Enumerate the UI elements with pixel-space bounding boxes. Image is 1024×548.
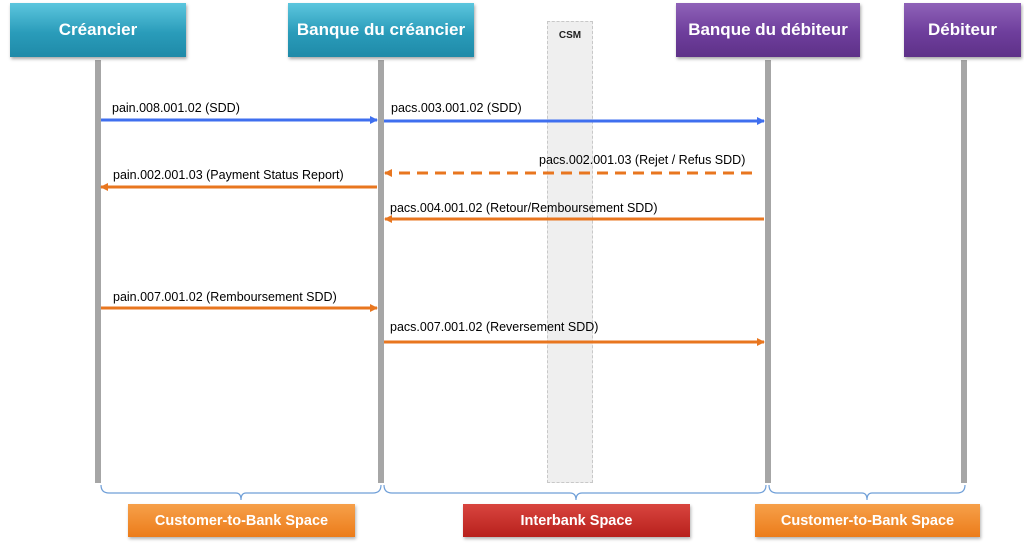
message-label: pacs.002.001.03 (Rejet / Refus SDD): [539, 153, 746, 167]
actor-debiteur: Débiteur: [904, 3, 1021, 57]
message-label: pain.007.001.02 (Remboursement SDD): [113, 290, 337, 304]
actor-banque-creancier: Banque du créancier: [288, 3, 474, 57]
brace-customer-right: [768, 484, 966, 501]
lifeline-banque-creancier: [378, 60, 384, 483]
lifeline-debiteur: [961, 60, 967, 483]
brace-customer-left: [100, 484, 382, 501]
actor-creancier: Créancier: [10, 3, 186, 57]
message-label: pain.008.001.02 (SDD): [112, 101, 240, 115]
message-label: pacs.007.001.02 (Reversement SDD): [390, 320, 599, 334]
lifeline-creancier: [95, 60, 101, 483]
message-label: pacs.003.001.02 (SDD): [391, 101, 522, 115]
lifeline-banque-debiteur: [765, 60, 771, 483]
message-label: pacs.004.001.02 (Retour/Remboursement SD…: [390, 201, 658, 215]
space-customer-to-bank-right: Customer-to-Bank Space: [755, 504, 980, 537]
space-customer-to-bank-left: Customer-to-Bank Space: [128, 504, 355, 537]
actor-banque-debiteur: Banque du débiteur: [676, 3, 860, 57]
brace-interbank: [383, 484, 767, 501]
message-label: pain.002.001.03 (Payment Status Report): [113, 168, 344, 182]
space-interbank: Interbank Space: [463, 504, 690, 537]
csm-label: CSM: [558, 30, 582, 41]
csm-zone: [547, 21, 593, 483]
